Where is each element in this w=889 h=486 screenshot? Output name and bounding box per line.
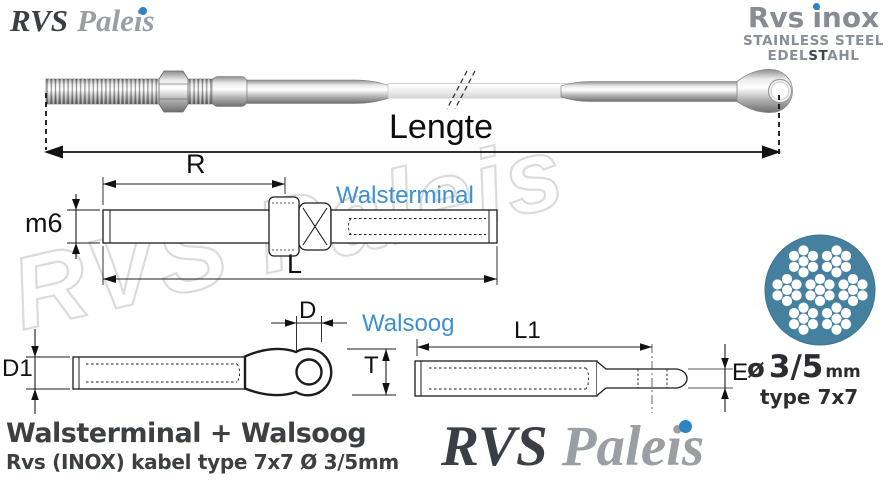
label-dim-L: L (287, 249, 303, 279)
photo-hex-nut (158, 70, 189, 113)
logo-rvs-paleis-large: RVS Paleis (441, 417, 704, 477)
product-photo (44, 69, 793, 159)
photo-eye-hole (767, 78, 793, 104)
supplier-line-stainless: STAINLESS STEEL (743, 33, 884, 49)
logo-rvs-text: RVS (10, 3, 69, 38)
label-dim-D: D (299, 297, 317, 324)
logo-paleis-text: Paleis (561, 415, 705, 478)
dim-L1 (416, 339, 652, 356)
label-walsterminal: Walsterminal (336, 182, 474, 209)
drawing-terminal-tube (414, 360, 598, 397)
photo-cable (387, 83, 571, 99)
photo-terminal-tube (246, 79, 392, 104)
walsoog-drawing (26, 316, 396, 414)
dim-D1 (26, 329, 70, 414)
logo-blue-dot (678, 420, 692, 433)
label-dim-E: E (732, 359, 749, 386)
diameter-value: 3/5 (768, 349, 824, 385)
label-dim-T: T (364, 352, 379, 379)
drawing-hex-nut (268, 196, 300, 257)
cable-cross-section (764, 234, 876, 346)
dim-R (102, 177, 286, 205)
diameter-symbol: ø (747, 354, 765, 384)
dim-E (688, 344, 733, 412)
label-dim-R: R (186, 149, 206, 179)
logo-blue-dot (139, 7, 148, 15)
cable-type-label: type 7x7 (760, 385, 859, 409)
logo-rvs-paleis-small: RVS Paleis (10, 3, 155, 38)
walsterminal-drawing (67, 177, 498, 285)
inox-blue-dot (813, 3, 821, 10)
cable-diameter-spec: ø 3/5 mm (747, 351, 861, 384)
cable-break-mark (446, 70, 468, 110)
photo-eye-tube (560, 81, 743, 102)
wire-strands-7x7 (772, 245, 868, 335)
logo-rvs-text: RVS (441, 415, 548, 478)
drawing-eye-hole (295, 358, 323, 386)
terminal-cable-drawing (414, 339, 733, 413)
dim-m6 (67, 194, 100, 259)
logo-paleis-text: Paleis (77, 3, 155, 38)
diameter-unit: mm (825, 362, 861, 382)
label-dim-L1: L1 (514, 317, 541, 344)
dim-D (271, 316, 347, 352)
label-walsoog: Walsoog (362, 310, 455, 337)
drawing-terminal-body (330, 209, 498, 244)
label-lengte: Lengte (389, 108, 493, 146)
photo-swage-collar (211, 76, 248, 107)
drawing-cable-end (596, 361, 688, 396)
length-dimension (44, 93, 781, 159)
dim-T (347, 348, 396, 396)
supplier-line-edelstahl: EDELSTAHL (767, 48, 860, 64)
product-title: Walsterminal + Walsoog (6, 418, 367, 449)
product-subtitle: Rvs (INOX) kabel type 7x7 Ø 3/5mm (6, 450, 399, 474)
drawing-threaded-stud (102, 209, 271, 244)
label-dim-D1: D1 (2, 355, 33, 382)
drawing-eye-tube (72, 356, 246, 390)
label-dim-m6: m6 (25, 208, 63, 238)
dim-L (102, 246, 498, 285)
